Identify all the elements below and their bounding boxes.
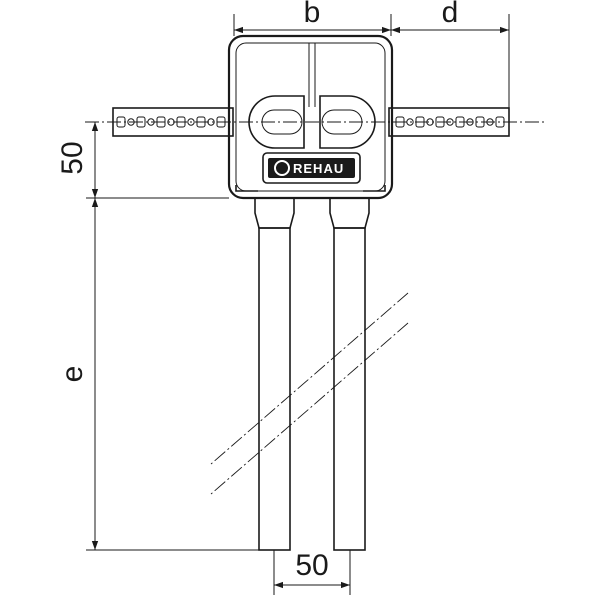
logo-emblem-icon <box>274 160 290 176</box>
dimension-pipe-spacing: 50 <box>274 549 350 589</box>
dimension-d-label: d <box>442 0 459 29</box>
housing-body <box>227 34 394 200</box>
dimension-height-top-label: 50 <box>56 141 89 174</box>
dimension-b: b <box>234 0 391 34</box>
break-line-upper <box>210 292 409 465</box>
dimension-d: d <box>391 0 509 34</box>
dimension-height-top: 50 <box>56 122 99 198</box>
dimension-e-label: e <box>56 366 89 383</box>
logo-brand-text: REHAU <box>293 161 344 176</box>
break-line-lower <box>210 322 409 495</box>
dimension-e: e <box>56 198 99 550</box>
dimension-b-label: b <box>304 0 321 29</box>
pipe-left <box>254 198 295 551</box>
brand-logo: REHAU <box>262 152 361 184</box>
extension-lines <box>86 14 510 595</box>
dimension-pipe-spacing-label: 50 <box>295 549 328 582</box>
